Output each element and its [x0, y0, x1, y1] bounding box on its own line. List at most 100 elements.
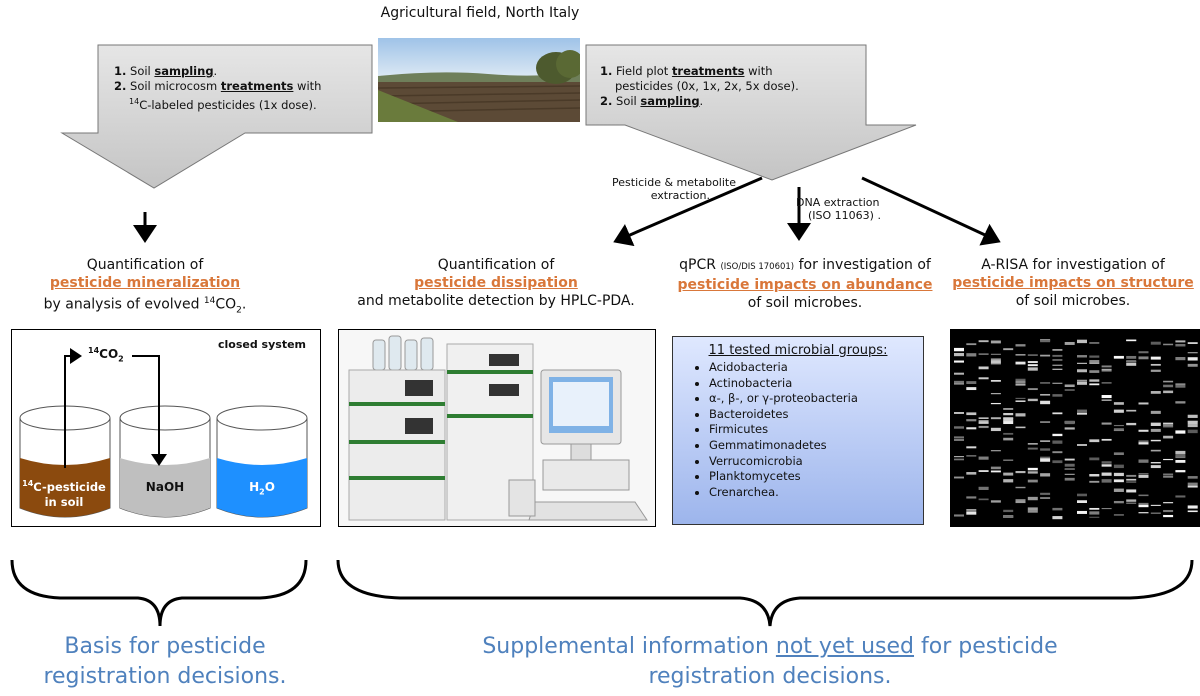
gel-band — [978, 366, 989, 370]
soil-fill — [20, 458, 110, 517]
left-arrow-steps: 1. Soil sampling. 2. Soil microcosm trea… — [114, 64, 376, 113]
gel-band — [1015, 344, 1026, 347]
gel-band — [1175, 455, 1186, 459]
gel-band — [1138, 474, 1149, 478]
gel-band — [1015, 383, 1026, 386]
gel-band — [1175, 401, 1186, 403]
gel-band — [1003, 420, 1014, 425]
gel-band — [1077, 510, 1087, 514]
gel-band — [1113, 428, 1124, 431]
col4-highlight: pesticide impacts on structure — [952, 275, 1194, 291]
gel-band — [990, 450, 1001, 452]
gel-band — [1150, 504, 1161, 506]
jar-soil-label: 14C-pesticide in soil — [16, 476, 112, 510]
gel-band — [1027, 479, 1038, 483]
gel-band — [1052, 440, 1063, 444]
list-item: Bacteroidetes — [709, 407, 923, 423]
gel-band — [1175, 453, 1186, 457]
right-brace — [336, 559, 1194, 627]
mineralization-heading: Quantification of pesticide mineralizati… — [0, 256, 290, 319]
col3-line1-post: for investigation of — [794, 257, 931, 273]
left-step2-text: Soil microcosm — [130, 79, 221, 93]
gel-band — [978, 456, 989, 460]
list-item: Verrucomicrobia — [709, 454, 923, 470]
abundance-heading: qPCR (ISO/DIS 170601) for investigation … — [640, 256, 970, 312]
col1-line3-pre: by analysis of evolved — [43, 296, 204, 313]
gel-band — [1003, 459, 1014, 461]
list-item: Planktomycetes — [709, 469, 923, 485]
co2-sub: 2 — [118, 354, 124, 364]
gel-band — [1040, 393, 1051, 396]
gel-band — [1052, 412, 1063, 415]
right-step1-line2: pesticides (0x, 1x, 2x, 5x dose). — [615, 79, 799, 93]
gel-band — [1126, 478, 1137, 481]
gel-band — [990, 466, 1001, 470]
gel-band — [1150, 410, 1161, 414]
gel-band — [954, 347, 964, 352]
gel-band — [1089, 480, 1100, 483]
gel-band — [1113, 479, 1124, 483]
gel-band — [1040, 400, 1051, 405]
gel-band — [1064, 389, 1075, 391]
gel-band — [1077, 493, 1087, 497]
gel-band — [1113, 356, 1124, 359]
gel-band — [1064, 463, 1075, 467]
gel-band — [1113, 472, 1124, 477]
gel-band — [1126, 422, 1137, 426]
gel-band — [1077, 339, 1087, 344]
gel-band — [990, 340, 1001, 344]
gel-band — [990, 363, 1001, 365]
gel-band — [966, 387, 977, 391]
gel-band — [966, 472, 977, 475]
naoh-fill — [120, 458, 210, 517]
gel-band — [1089, 379, 1100, 382]
gel-band — [1089, 516, 1100, 518]
arrow-to-arisa — [861, 176, 1001, 246]
gel-band — [1150, 356, 1161, 360]
gel-band — [1126, 489, 1137, 493]
col1-highlight: pesticide mineralization — [49, 275, 241, 291]
gel-band — [1015, 470, 1026, 474]
right-step2-num: 2. — [600, 94, 613, 108]
gel-band — [1064, 477, 1075, 481]
gel-band — [1089, 383, 1100, 386]
supplemental-pre: Supplemental information — [482, 634, 776, 659]
jar3-post: O — [264, 480, 275, 494]
gel-band — [1052, 349, 1063, 351]
gel-band — [954, 456, 964, 458]
gel-band — [1138, 402, 1149, 405]
col3-highlight: pesticide impacts on abundance — [677, 277, 933, 293]
gel-band — [1187, 352, 1198, 354]
gel-band — [1077, 444, 1087, 446]
gel-band — [1163, 390, 1174, 394]
gel-band — [1187, 414, 1198, 418]
left-step2-sup: 14 — [129, 97, 140, 106]
gel-band — [966, 343, 977, 346]
gel-band — [1101, 395, 1112, 399]
gel-band — [1163, 343, 1174, 346]
col1-line3-main: CO — [215, 296, 237, 313]
gel-band — [1101, 368, 1112, 371]
gel-band — [1064, 473, 1075, 475]
jar1-line2: in soil — [44, 494, 84, 509]
gel-band — [1027, 467, 1038, 471]
gel-band — [990, 353, 1001, 355]
left-step2-num: 2. — [114, 79, 127, 93]
gel-band — [1089, 507, 1100, 510]
gel-band — [1113, 402, 1124, 405]
gel-band — [1163, 380, 1174, 383]
gel-band — [1101, 399, 1112, 401]
supplemental-underlined: not yet used — [775, 634, 915, 659]
gel-band — [1126, 355, 1137, 359]
gel-band — [1089, 474, 1100, 477]
gel-band — [966, 427, 977, 430]
gel-band — [1015, 486, 1026, 489]
gel-band — [1138, 494, 1149, 497]
gel-band — [1187, 420, 1198, 425]
gel-band — [1113, 464, 1124, 469]
arrow-to-dissipation — [613, 176, 763, 247]
right-step2-post: . — [699, 94, 704, 108]
gel-band — [1089, 439, 1100, 443]
gel-band — [1187, 505, 1198, 509]
gel-band — [1015, 413, 1026, 417]
